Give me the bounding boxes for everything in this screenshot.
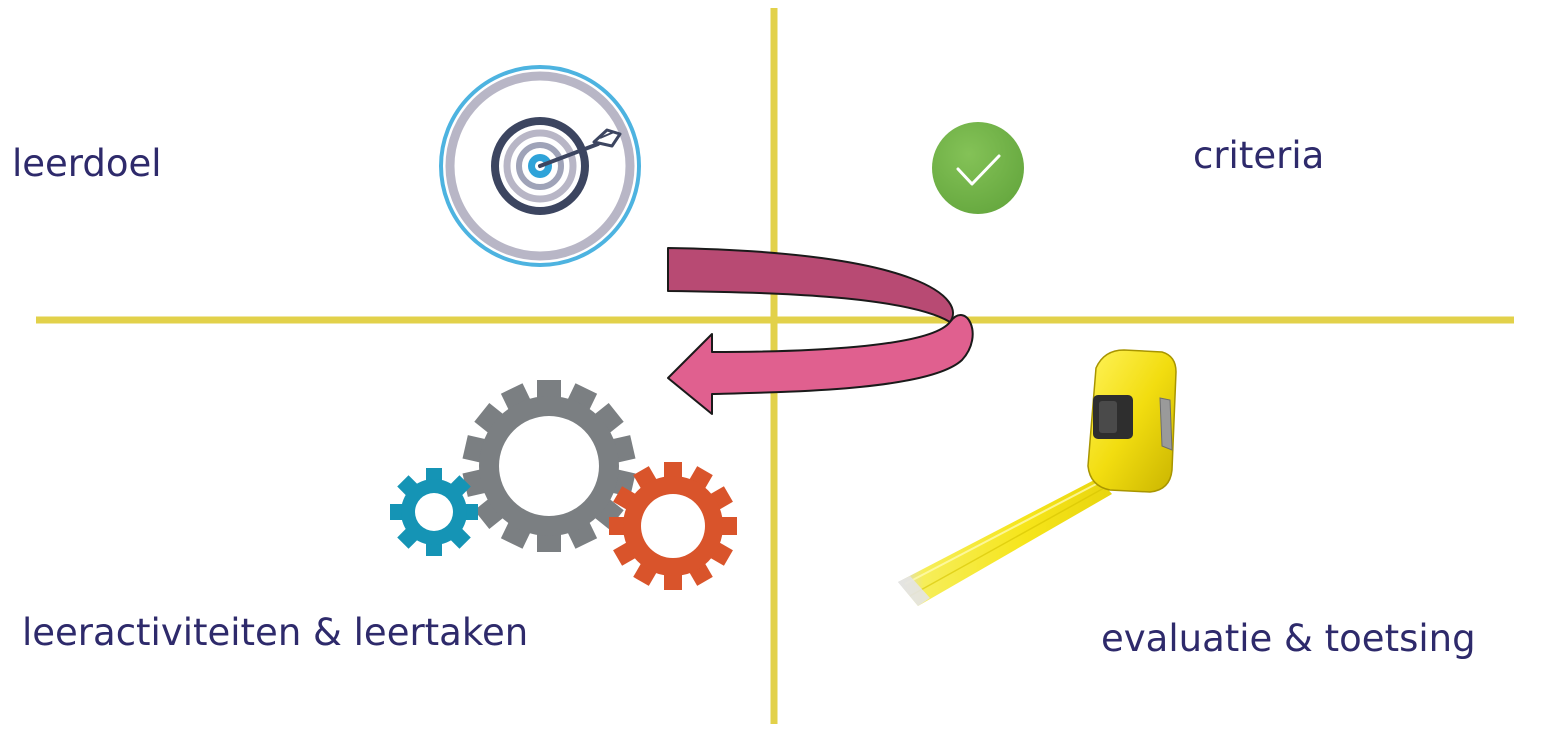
gear-grey-icon <box>462 380 636 552</box>
tape-strip <box>898 478 1112 606</box>
measuring-tape-icon <box>898 349 1177 606</box>
gear-blue-icon <box>390 468 478 556</box>
gears-icon <box>390 380 737 590</box>
quadrant-label-evaluatie: evaluatie & toetsing <box>1101 617 1476 660</box>
checkmark-icon <box>932 122 1024 214</box>
target-icon <box>439 65 641 267</box>
curved-arrow-front-band <box>667 314 974 415</box>
curved-arrow-back-band <box>667 247 954 323</box>
gear-red-icon <box>609 462 737 590</box>
quadrant-label-leeractiviteiten: leeractiviteiten & leertaken <box>22 611 529 654</box>
quadrant-label-criteria: criteria <box>1193 134 1325 177</box>
curved-arrow <box>667 247 974 415</box>
quadrant-label-leerdoel: leerdoel <box>12 142 162 185</box>
